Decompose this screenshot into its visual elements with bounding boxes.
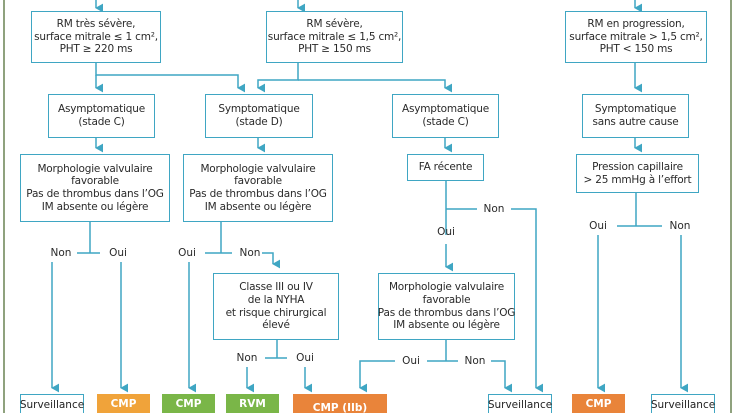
box-line: sans autre cause bbox=[592, 116, 679, 128]
box-morphologie-3: Morphologie valvulaire favorable Pas de … bbox=[378, 273, 515, 340]
box-line: surface mitrale ≤ 1,5 cm², bbox=[267, 30, 402, 43]
label-oui: Oui bbox=[178, 247, 196, 259]
outcome-cmp-3: CMP bbox=[572, 394, 625, 413]
box-classe-nyha: Classe III ou IV de la NYHA et risque ch… bbox=[213, 273, 339, 340]
box-line: de la NYHA bbox=[247, 293, 305, 306]
box-line: IM absente ou légère bbox=[41, 200, 149, 213]
box-line: surface mitrale ≤ 1 cm², bbox=[34, 30, 158, 43]
outcome-cmp-1: CMP bbox=[97, 394, 150, 413]
label-oui: Oui bbox=[296, 352, 314, 364]
label-oui: Oui bbox=[589, 220, 607, 232]
conn-severe-split bbox=[257, 62, 299, 93]
label-non: Non bbox=[483, 203, 505, 215]
box-line: (stade C) bbox=[422, 116, 469, 128]
box-line: et risque chirurgical bbox=[225, 306, 327, 319]
box-line: PHT ≥ 220 ms bbox=[59, 43, 133, 56]
outcome-surveillance-3: Surveillance bbox=[651, 394, 715, 413]
label-non: Non bbox=[236, 352, 258, 364]
label-oui: Oui bbox=[402, 355, 420, 367]
box-morphologie-1: Morphologie valvulaire favorable Pas de … bbox=[20, 154, 170, 222]
box-line: favorable bbox=[71, 175, 119, 188]
box-rm-progression: RM en progression, surface mitrale > 1,5… bbox=[565, 11, 707, 63]
outcome-cmp-iib: CMP (IIb) bbox=[293, 394, 387, 414]
box-line: PHT ≥ 150 ms bbox=[298, 43, 371, 56]
box-line: Morphologie valvulaire bbox=[200, 162, 316, 175]
box-asymptomatique-c-1: Asymptomatique (stade C) bbox=[48, 94, 155, 138]
outcome-cmp-2: CMP bbox=[162, 394, 215, 413]
box-rm-severe: RM sévère, surface mitrale ≤ 1,5 cm², PH… bbox=[266, 11, 403, 63]
box-line: Asymptomatique bbox=[58, 103, 145, 116]
box-line: favorable bbox=[422, 293, 471, 306]
box-line: élevé bbox=[262, 319, 290, 332]
box-line: Morphologie valvulaire bbox=[388, 281, 505, 294]
box-line: favorable bbox=[234, 175, 282, 188]
box-line: Classe III ou IV bbox=[239, 281, 313, 294]
outcome-surveillance-1: Surveillance bbox=[20, 394, 84, 413]
box-symptomatique-d: Symptomatique (stade D) bbox=[205, 94, 313, 138]
box-line: RM sévère, bbox=[306, 18, 363, 31]
box-line: Pas de thrombus dans l’OG bbox=[26, 188, 164, 200]
label-oui: Oui bbox=[437, 226, 455, 238]
box-fa-recente: FA récente bbox=[407, 154, 484, 181]
label-oui: Oui bbox=[109, 247, 127, 259]
box-line: Pression capillaire bbox=[592, 160, 683, 173]
conn-very-severe-split bbox=[95, 62, 246, 93]
box-line: > 25 mmHg à l’effort bbox=[583, 173, 692, 186]
label-non: Non bbox=[464, 355, 486, 367]
box-line: Symptomatique bbox=[218, 103, 300, 116]
box-line: IM absente ou légère bbox=[393, 319, 500, 332]
box-line: FA récente bbox=[418, 161, 473, 174]
label-non: Non bbox=[669, 220, 691, 232]
box-line: surface mitrale > 1,5 cm², bbox=[569, 30, 703, 43]
box-line: (stade D) bbox=[235, 116, 283, 128]
label-non: Non bbox=[50, 247, 72, 259]
frame-right-border bbox=[730, 0, 732, 413]
box-pression-capillaire: Pression capillaire > 25 mmHg à l’effort bbox=[576, 154, 699, 193]
label-non: Non bbox=[239, 247, 261, 259]
box-line: Asymptomatique bbox=[402, 103, 489, 116]
box-rm-tres-severe: RM très sévère, surface mitrale ≤ 1 cm²,… bbox=[31, 11, 161, 63]
box-line: RM très sévère, bbox=[56, 18, 136, 31]
frame-left-border bbox=[3, 0, 5, 413]
outcome-surveillance-2: Surveillance bbox=[488, 394, 552, 413]
box-line: Symptomatique bbox=[594, 103, 677, 116]
box-line: Pas de thrombus dans l’OG bbox=[377, 306, 516, 319]
box-line: (stade C) bbox=[78, 116, 125, 128]
box-symptomatique-sans-autre-cause: Symptomatique sans autre cause bbox=[582, 94, 689, 138]
box-line: IM absente ou légère bbox=[204, 200, 312, 213]
box-line: Pas de thrombus dans l’OG bbox=[189, 188, 327, 200]
outcome-rvm: RVM bbox=[226, 394, 279, 413]
box-line: RM en progression, bbox=[587, 18, 685, 31]
box-line: PHT < 150 ms bbox=[599, 43, 673, 56]
box-line: Morphologie valvulaire bbox=[37, 162, 153, 175]
box-morphologie-2: Morphologie valvulaire favorable Pas de … bbox=[183, 154, 333, 222]
box-asymptomatique-c-2: Asymptomatique (stade C) bbox=[392, 94, 499, 138]
